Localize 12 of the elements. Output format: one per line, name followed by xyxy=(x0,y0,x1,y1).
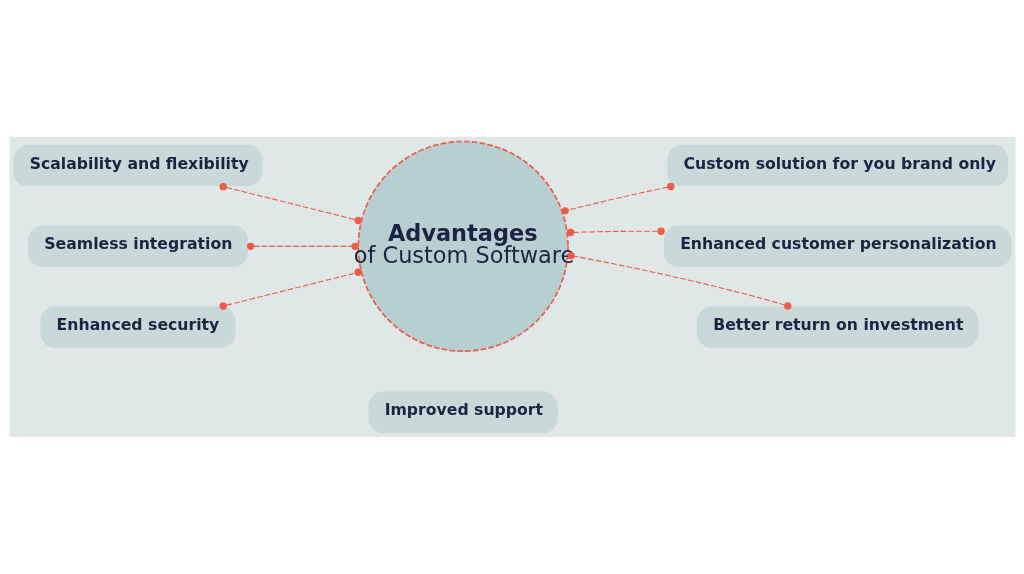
node-box: Enhanced customer personalization xyxy=(663,225,1012,268)
connector xyxy=(246,242,359,251)
node-box: Seamless integration xyxy=(27,225,248,268)
node-box: Better return on investment xyxy=(696,306,978,348)
connector xyxy=(566,251,791,310)
node-box: Custom solution for you brand only xyxy=(666,144,1008,187)
connector xyxy=(560,182,675,215)
connector xyxy=(219,182,362,225)
connector xyxy=(566,227,665,237)
connector xyxy=(219,268,362,310)
node-box: Scalability and flexibility xyxy=(12,144,262,187)
node-box: Enhanced security xyxy=(39,306,235,348)
